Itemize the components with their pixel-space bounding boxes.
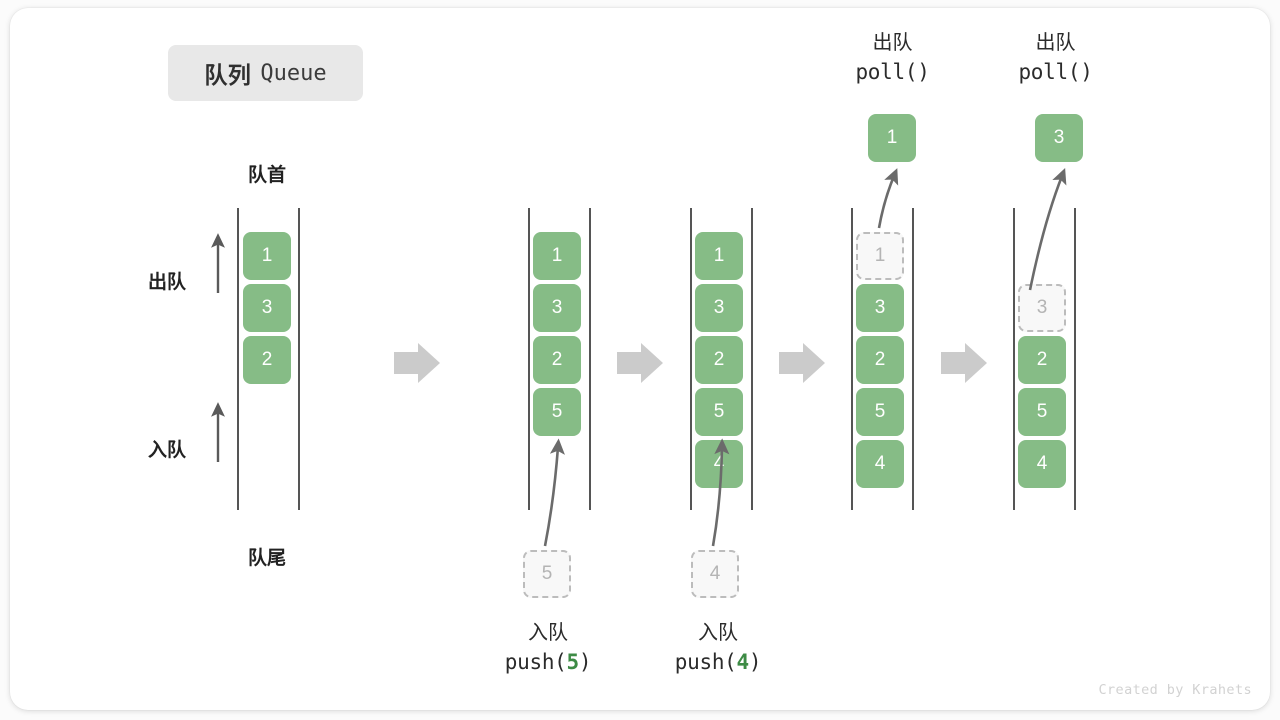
queue-cell: 3 <box>695 284 743 332</box>
caption-push-4-code-prefix: push( <box>674 649 737 674</box>
caption-poll-1-code: poll() <box>805 58 980 87</box>
dequeue-direction-label: 出队 <box>148 272 187 293</box>
queue-cell: 2 <box>856 336 904 384</box>
caption-push-4-code: push(4) <box>618 648 818 677</box>
queue-rail-left-1 <box>237 208 239 510</box>
queue-cell: 3 <box>533 284 581 332</box>
enqueue-direction-label: 入队 <box>148 440 187 461</box>
incoming-element-5: 5 <box>523 550 571 598</box>
queue-cell: 2 <box>695 336 743 384</box>
queue-rail-left-2 <box>528 208 530 510</box>
caption-push-5-code-prefix: push( <box>504 649 567 674</box>
caption-poll-3-code: poll() <box>968 58 1143 87</box>
caption-poll-3-code-prefix: poll( <box>1018 59 1081 84</box>
queue-cell: 5 <box>533 388 581 436</box>
queue-cell: 2 <box>1018 336 1066 384</box>
caption-poll-3: 出队 poll() <box>968 30 1143 87</box>
queue-cell: 4 <box>695 440 743 488</box>
queue-cell: 3 <box>243 284 291 332</box>
queue-rail-left-5 <box>1013 208 1015 510</box>
queue-rail-left-3 <box>690 208 692 510</box>
outgoing-element-3: 3 <box>1035 114 1083 162</box>
caption-poll-1: 出队 poll() <box>805 30 980 87</box>
diagram-title-en: Queue <box>260 60 327 86</box>
caption-push-4: 入队 push(4) <box>618 620 818 677</box>
caption-push-4-code-arg: 4 <box>736 649 750 674</box>
queue-rail-left-4 <box>851 208 853 510</box>
caption-poll-1-cn: 出队 <box>872 32 913 54</box>
caption-push-4-cn: 入队 <box>698 622 738 644</box>
queue-cell: 3 <box>1018 284 1066 332</box>
queue-rail-right-1 <box>298 208 300 510</box>
queue-cell: 4 <box>856 440 904 488</box>
watermark-credit: Created by Krahets <box>1098 682 1252 698</box>
queue-rail-right-4 <box>912 208 914 510</box>
queue-cell: 5 <box>1018 388 1066 436</box>
queue-cell: 1 <box>243 232 291 280</box>
caption-poll-1-code-prefix: poll( <box>855 59 918 84</box>
diagram-title-chip: 队列 Queue <box>168 45 363 101</box>
caption-push-5-cn: 入队 <box>528 622 568 644</box>
caption-push-5: 入队 push(5) <box>448 620 648 677</box>
queue-rail-right-2 <box>589 208 591 510</box>
diagram-title-cn: 队列 <box>204 62 252 88</box>
caption-poll-1-code-suffix: ) <box>917 59 930 84</box>
queue-cell: 2 <box>243 336 291 384</box>
incoming-element-4: 4 <box>691 550 739 598</box>
queue-cell: 1 <box>695 232 743 280</box>
caption-poll-3-code-suffix: ) <box>1080 59 1093 84</box>
queue-rear-label: 队尾 <box>247 548 286 569</box>
queue-rail-right-5 <box>1074 208 1076 510</box>
queue-cell: 5 <box>856 388 904 436</box>
outgoing-element-1: 1 <box>868 114 916 162</box>
caption-poll-3-cn: 出队 <box>1035 32 1076 54</box>
queue-front-label: 队首 <box>247 165 286 186</box>
diagram-card <box>10 8 1270 710</box>
queue-rail-right-3 <box>751 208 753 510</box>
queue-cell: 5 <box>695 388 743 436</box>
caption-push-5-code: push(5) <box>448 648 648 677</box>
queue-cell: 1 <box>856 232 904 280</box>
caption-push-4-code-suffix: ) <box>748 649 762 674</box>
queue-cell: 3 <box>856 284 904 332</box>
queue-cell: 2 <box>533 336 581 384</box>
queue-cell: 4 <box>1018 440 1066 488</box>
queue-cell: 1 <box>533 232 581 280</box>
caption-push-5-code-suffix: ) <box>578 649 592 674</box>
caption-push-5-code-arg: 5 <box>566 649 580 674</box>
